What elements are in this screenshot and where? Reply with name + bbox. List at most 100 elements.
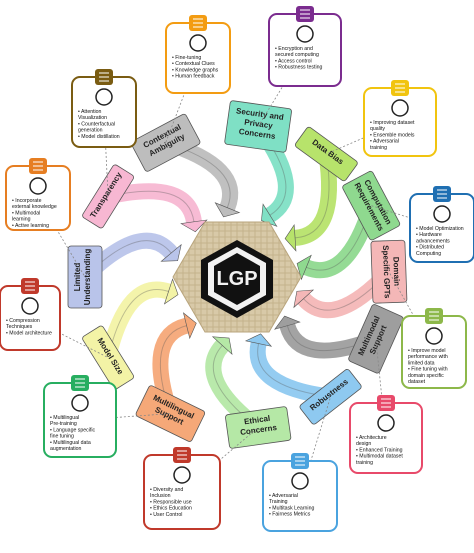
card-item-text: • Improving dataset <box>370 120 415 126</box>
card-item-text: Computing <box>416 251 441 257</box>
topic-illustration-icon <box>95 88 113 106</box>
card-item-text: • Diversity and <box>150 487 183 493</box>
segment-label-text: Privacy <box>244 118 274 131</box>
card-item-text: Inclusion <box>150 493 171 499</box>
card-item-text: Visualization <box>78 115 107 121</box>
card-item-text: • Improve model <box>408 348 446 354</box>
arrow-head-transparency <box>180 219 208 233</box>
topic-illustration-icon <box>29 177 47 195</box>
card-item-text: • Architecture <box>356 435 387 441</box>
arrow-head-computation-requirements <box>296 254 312 281</box>
card-item-text: • Fairness Metrics <box>269 512 311 518</box>
topic-illustration-icon <box>377 414 395 432</box>
card-item-text: • Active learning <box>12 223 49 229</box>
card-item-text: • Incorporate <box>12 198 42 204</box>
card-item-text: • Ensemble models <box>370 132 415 138</box>
card-item-text: domain specific <box>408 373 444 379</box>
solution-card-ethical-concerns: • Diversity and Inclusion• Responsible u… <box>143 447 221 530</box>
card-connector <box>29 317 109 358</box>
card-connector <box>165 57 199 143</box>
cards-layer: • Fine-tuning• Contextual Clues• Knowled… <box>0 6 474 532</box>
card-connector <box>257 49 306 127</box>
card-item-text: dataset <box>408 379 426 385</box>
card-item-text: Techniques <box>6 324 33 330</box>
card-item-text: generation <box>78 128 103 134</box>
card-item-text: • Fine tuning with <box>408 367 448 373</box>
card-item-text: • Multimodal <box>12 210 40 216</box>
card-item-text: • Language specific <box>50 427 95 433</box>
arrow-head-multimodal-support <box>274 315 301 330</box>
solution-card-data-bias: • Improving dataset quality• Ensemble mo… <box>363 80 437 157</box>
card-item-text: Training <box>269 499 288 505</box>
card-item-text: • Multimodal dataset <box>356 454 403 460</box>
arrow-head-contextual-ambiguity <box>214 202 241 218</box>
card-item-text: learning <box>12 217 31 223</box>
topic-illustration-icon <box>425 327 443 345</box>
card-item-text: • Encryption and <box>275 46 313 52</box>
solution-card-computation-requirements: • Model Optimization• Hardware advanceme… <box>409 186 474 263</box>
topic-illustration-icon <box>71 394 89 412</box>
solution-card-robustness: • Adversarial Training• Multitask Learni… <box>262 453 338 532</box>
card-item-text: • Robustness testing <box>275 65 322 71</box>
card-item-text: • Multilingual data <box>50 440 91 446</box>
topic-illustration-icon <box>291 472 309 490</box>
segment-label-box <box>348 304 404 374</box>
card-item-text: Pre-training <box>50 421 77 427</box>
logo-icon <box>201 240 273 318</box>
segment-label-box <box>135 385 206 442</box>
card-item-text: • Access control <box>275 58 312 64</box>
card-item-text: performance with <box>408 354 448 360</box>
segment-label-box <box>67 245 103 309</box>
solution-card-limited-understanding: • Incorporate external knowledge• Multim… <box>5 158 71 231</box>
card-item-text: quality <box>370 126 385 132</box>
card-item-text: fine tuning <box>50 434 74 440</box>
segment-label-text: Understanding <box>83 249 92 306</box>
card-item-text: advancements <box>416 238 450 244</box>
card-connector <box>79 413 171 421</box>
card-item-text: • Multilingual <box>50 415 79 421</box>
topic-illustration-icon <box>296 25 314 43</box>
card-item-text: • Knowledge graphs <box>172 67 219 73</box>
card-item-text: • User Control <box>150 512 182 518</box>
card-connector <box>37 197 86 278</box>
logo-letters: LGP <box>216 268 257 290</box>
card-item-text: augmentation <box>50 446 82 452</box>
card-item-text: secured computing <box>275 52 319 58</box>
solution-card-domain-specific-gpts: • Improve model performance with limited… <box>401 308 467 389</box>
card-item-text: • Fine-tuning <box>172 55 201 61</box>
card-item-text: • Model distillation <box>78 134 120 140</box>
card-item-text: training <box>356 460 373 466</box>
card-item-text: external knowledge <box>12 204 57 210</box>
segment-label-box <box>82 325 134 390</box>
card-item-text: • Model Optimization <box>416 226 464 232</box>
card-item-text: • Responsible use <box>150 499 192 505</box>
card-item-text: • Distributed <box>416 245 444 251</box>
card-item-text: • Enhanced Training <box>356 447 403 453</box>
solution-card-multimodal-support: • Architecture design• Enhanced Training… <box>349 395 423 474</box>
card-item-text: limited data <box>408 360 435 366</box>
topic-illustration-icon <box>433 205 451 223</box>
card-item-text: • Ethics Education <box>150 506 192 512</box>
card-item-text: • Counterfactual <box>78 121 115 127</box>
card-item-text: • Compression <box>6 318 40 324</box>
topic-illustration-icon <box>391 99 409 117</box>
segment-label-text: Limited <box>73 263 82 292</box>
card-item-text: • Human feedback <box>172 74 215 80</box>
card-connector <box>388 271 435 353</box>
segment-label-box <box>225 406 292 449</box>
solution-card-security-privacy: • Encryption and secured computing• Acce… <box>268 6 342 87</box>
card-item-text: • Hardware <box>416 232 442 238</box>
center-hexagon: LGP <box>172 221 302 333</box>
card-item-text: design <box>356 441 371 447</box>
card-item-text: • Attention <box>78 109 102 115</box>
solution-card-model-size: • Compression Techniques• Model architec… <box>0 278 61 351</box>
arrow-head-limited-understanding <box>160 243 182 262</box>
card-item-text: • Adversarial <box>370 139 399 145</box>
